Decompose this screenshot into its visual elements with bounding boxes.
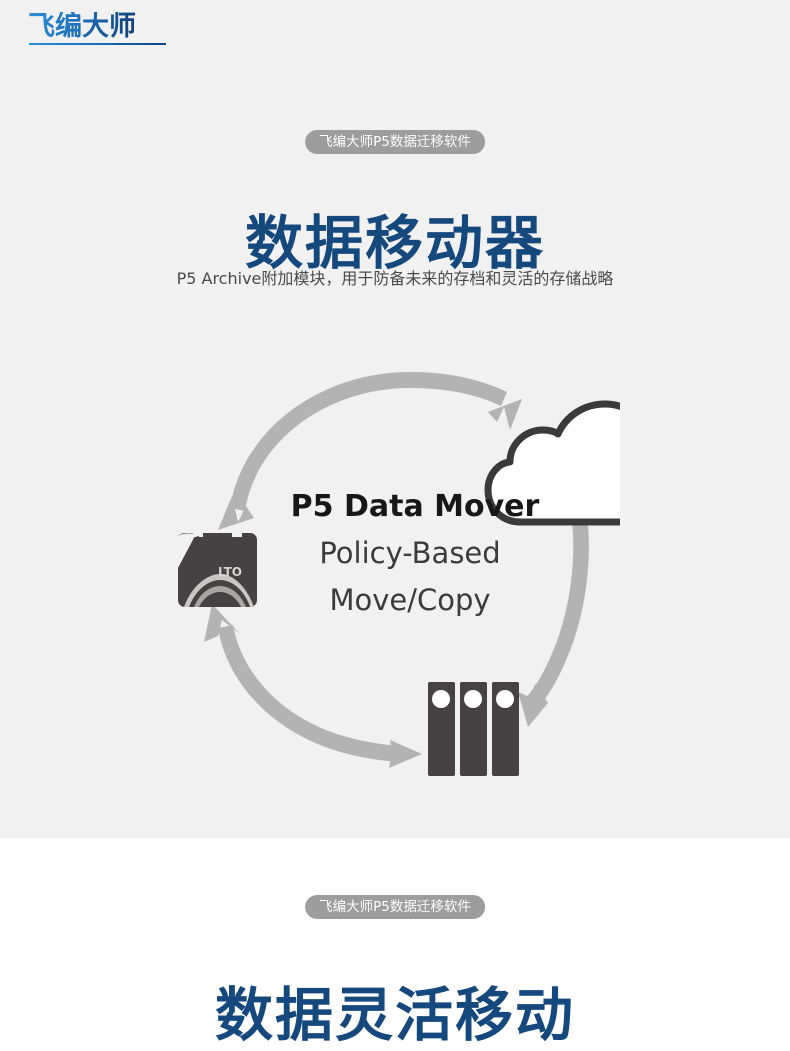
- arc-disk-to-tape: [204, 604, 422, 768]
- brand-logo[interactable]: 飞编大师: [28, 12, 168, 46]
- brand-logo-text: 飞编大师: [28, 12, 168, 42]
- brand-logo-underline: [29, 43, 166, 45]
- lto-tape-cartridge: LTO: [178, 533, 257, 607]
- diagram-center-line3: Move/Copy: [329, 583, 490, 617]
- second-section: 飞编大师P5数据迁移软件 数据灵活移动: [0, 838, 790, 1049]
- diagram-center-title: P5 Data Mover: [291, 489, 540, 524]
- diagram-center-line2: Policy-Based: [319, 536, 500, 570]
- hero-subtitle: P5 Archive附加模块，用于防备未来的存档和灵活的存储战略: [176, 269, 614, 288]
- cloud-storage: [484, 400, 620, 526]
- section-two-title: 数据灵活移动: [214, 981, 575, 1050]
- section-two-eyebrow-badge: 飞编大师P5数据迁移软件: [305, 895, 485, 919]
- hero-eyebrow-badge: 飞编大师P5数据迁移软件: [305, 130, 485, 154]
- data-mover-cycle-diagram: LTO P5 Data Mover Policy-Based Move/Copy: [170, 348, 620, 788]
- diagram-svg: LTO P5 Data Mover Policy-Based Move/Copy: [178, 372, 620, 776]
- arc-tape-to-cloud: [218, 372, 522, 530]
- hero-section: 飞编大师 飞编大师P5数据迁移软件 数据移动器 P5 Archive附加模块，用…: [0, 0, 790, 838]
- disk-array: [428, 682, 519, 776]
- hero-title: 数据移动器: [244, 208, 545, 277]
- lto-tape-label: LTO: [218, 565, 242, 579]
